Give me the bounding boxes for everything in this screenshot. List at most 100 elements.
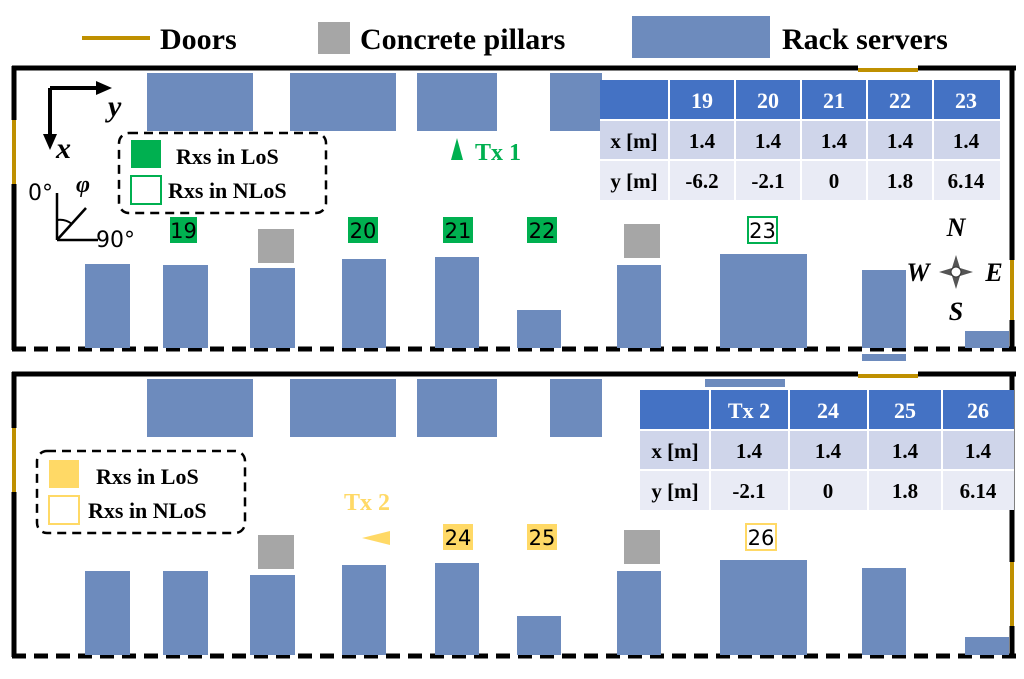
top-table-header: 19 [691,88,713,113]
compass-n: N [946,213,967,242]
rack-server [435,563,479,655]
top-table-header: 21 [823,88,845,113]
rack-server [342,565,386,655]
angle-90-label: 90° [96,228,135,253]
bottom-rx-legend: Rxs in LoS Rxs in NLoS [35,449,247,535]
rack-server [417,73,497,131]
rack-server [720,560,807,655]
top-table-cell: 1.4 [689,129,716,153]
axis-y-label: y [105,90,122,123]
top-table-header: 22 [889,88,911,113]
nlos-green-swatch [130,175,162,205]
bottom-table-cell: 1.4 [815,439,842,463]
bottom-table-cell: 1.4 [736,439,763,463]
top-table-cell: 6.14 [948,169,985,193]
tx1-marker: Tx 1 [451,138,521,166]
top-coordinates-table: 19 20 21 22 23 x [m] 1.4 1.4 1.4 1.4 1.4… [600,80,1000,200]
rack-server [705,379,785,387]
rx-marker-22 [527,217,557,243]
top-legend-nlos-label: Rxs in NLoS [168,178,287,203]
rx-marker-26 [745,523,777,551]
rx-label-22: 22 [529,219,556,243]
rack-server [720,254,807,348]
rack-server [550,379,602,437]
rack-server [342,259,386,348]
rx-label-25: 25 [529,526,556,550]
angle-phi-label: φ [76,172,90,198]
bottom-table-cell: 0 [823,479,834,503]
top-table-cell: 1.4 [953,129,980,153]
bottom-table-header: 26 [967,398,989,423]
rack-server [862,270,906,348]
top-table-cell: -2.1 [751,169,784,193]
rack-server [147,379,253,437]
bottom-legend-nlos-label: Rxs in NLoS [88,498,207,523]
compass-s: S [949,297,963,326]
legend-rack-swatch [632,16,770,58]
bottom-coordinates-table: Tx 2 24 25 26 x [m] 1.4 1.4 1.4 1.4 y [m… [640,390,1014,510]
axes-indicator: y x [43,81,122,165]
top-rx-legend: Rxs in LoS Rxs in NLoS [117,131,328,215]
rack-server [290,73,396,131]
rx-label-26: 26 [748,526,775,550]
rx-marker-24 [443,524,473,550]
legend-pillar-swatch [318,22,350,54]
top-table-cell: 1.4 [821,129,848,153]
bottom-legend-los-label: Rxs in LoS [96,464,199,489]
concrete-pillar [258,229,294,263]
legend: Doors Concrete pillars Rack servers [82,16,948,58]
rx-label-21: 21 [445,219,472,243]
top-table-header: 20 [757,88,779,113]
compass-e: E [984,258,1002,287]
bottom-room: Rxs in LoS Rxs in NLoS Tx 2 24 25 26 [11,371,1016,659]
rx-marker-23 [747,216,778,244]
bottom-table-cell: 1.8 [892,479,918,503]
rack-server [435,257,479,348]
los-green-swatch [131,140,161,168]
rack-server [250,575,295,655]
rx-label-24: 24 [445,526,472,550]
concrete-pillar [258,535,294,569]
compass-icon: N S W E [906,213,1002,326]
tx1-arrow-icon [451,138,463,160]
rx-label-23: 23 [749,219,776,243]
rack-server [163,265,208,348]
top-table-cell: -6.2 [685,169,718,193]
bottom-table-header: Tx 2 [728,398,770,423]
rack-server [250,268,295,348]
top-table-header: 23 [955,88,977,113]
rack-server [517,616,561,655]
top-table-cell: 0 [829,169,840,193]
rx-marker-20 [348,217,378,243]
top-table-cell: 1.4 [755,129,782,153]
compass-w: W [906,258,931,287]
rx-label-20: 20 [350,219,377,243]
rack-server [617,571,661,655]
top-table-cell: x [m] [610,129,657,153]
bottom-table-cell: 1.4 [892,439,919,463]
bottom-table-cell: -2.1 [732,479,765,503]
concrete-pillar [624,224,660,258]
rack-server [290,379,396,437]
concrete-pillar [624,530,660,564]
rack-server [965,331,1009,348]
rx-marker-21 [443,217,473,243]
legend-pillars-label: Concrete pillars [360,23,565,56]
bottom-table-cell: 1.4 [965,439,992,463]
rx-marker-19 [170,217,197,243]
top-room: y x 0° φ 90° Rxs in LoS Rxs in NLoS Tx 1 [11,65,1016,361]
top-table-cell: y [m] [610,169,657,193]
bottom-table-header: 24 [817,398,839,423]
tx2-marker: Tx 2 [344,490,390,545]
axis-x-label: x [55,132,71,165]
rack-server [163,571,208,655]
rack-server [417,379,497,437]
rack-server [85,571,130,655]
rack-server [862,354,906,361]
legend-racks-label: Rack servers [782,23,948,56]
bottom-table-cell: 6.14 [960,479,997,503]
tx2-arrow-icon [362,531,390,545]
rack-server [85,264,130,348]
nlos-yellow-swatch [48,495,80,525]
